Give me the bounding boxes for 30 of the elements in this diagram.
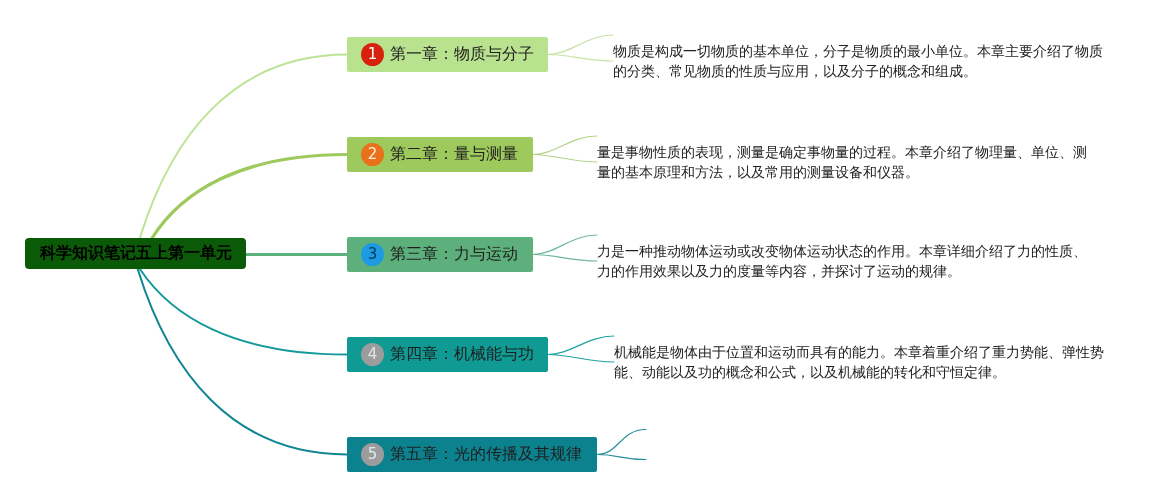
chapter-box (347, 437, 597, 472)
fork-line (532, 135, 598, 163)
fork-line (532, 234, 598, 262)
description-text: 量是事物性质的表现，测量是确定事物量的过程。本章介绍了物理量、单位、测量的基本原理和方法，以及常用的测量设备和仪器。 (597, 142, 1090, 182)
number-badge: 1 (361, 43, 384, 66)
root-box: 科学知识笔记五上第一单元 (25, 238, 246, 269)
fork-line (547, 34, 614, 62)
chapter-title: 第三章：力与运动 (390, 244, 518, 265)
chapter-box (347, 137, 533, 172)
chapter-box (347, 337, 548, 372)
description-text: 机械能是物体由于位置和运动而具有的能力。本章着重介绍了重力势能、弹性势能、动能以及功的概念和公式，以及机械能的转化和守恒定律。 (614, 342, 1107, 382)
fork-line (547, 335, 615, 363)
chapter-title: 第四章：机械能与功 (390, 344, 534, 365)
chapter-box (347, 237, 533, 272)
chapter-title: 第二章：量与测量 (390, 144, 518, 165)
branch-line (150, 152, 349, 240)
branch-line (244, 252, 349, 257)
description-text: 物质是构成一切物质的基本单位，分子是物质的最小单位。本章主要介绍了物质的分类、常见物质的性质与应用，以及分子的概念和组成。 (613, 41, 1106, 81)
description-text: 力是一种推动物体运动或改变物体运动状态的作用。本章详细介绍了力的性质、力的作用效果以及力的度量等内容，并探讨了运动的规律。 (597, 241, 1090, 281)
number-badge: 4 (361, 343, 384, 366)
branch-line (136, 268, 348, 456)
chapter-box (347, 37, 548, 72)
number-badge: 3 (361, 243, 384, 266)
branch-line (138, 268, 348, 356)
branch-line (138, 53, 348, 239)
chapter-title: 第五章：光的传播及其规律 (390, 444, 582, 465)
chapter-title: 第一章：物质与分子 (390, 44, 534, 65)
number-badge: 2 (361, 143, 384, 166)
number-badge: 5 (361, 443, 384, 466)
fork-line (596, 428, 647, 461)
